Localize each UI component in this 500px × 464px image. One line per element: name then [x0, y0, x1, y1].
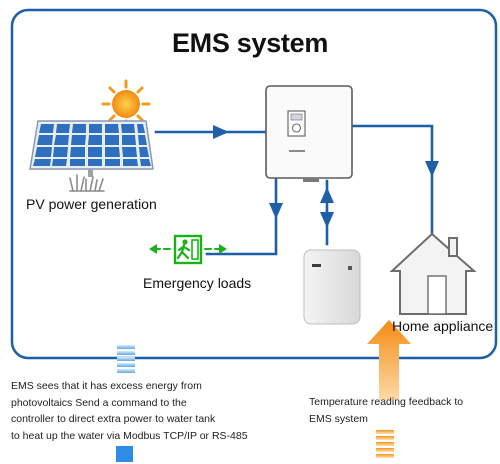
emergency-exit-icon [149, 234, 227, 265]
stack-orange-icon [376, 430, 394, 458]
note-line: photovoltaics Send a command to the [11, 396, 187, 409]
temperature-feedback-note: Temperature reading feedback to EMS syst… [309, 394, 463, 427]
grass-icon [69, 174, 105, 192]
battery-icon [303, 249, 361, 325]
blue-square-icon [116, 446, 133, 462]
pv-label: PV power generation [26, 196, 157, 212]
sun-icon [101, 79, 151, 129]
home-appliance-label: Home appliance [392, 318, 494, 334]
stack-blue-top-icon [117, 345, 135, 373]
flow-arrowheads [213, 125, 439, 228]
note-line: EMS sees that it has excess energy from [11, 380, 202, 392]
note-line: controller to direct extra power to wate… [11, 413, 216, 425]
note-line: EMS system [309, 412, 368, 425]
note-line: Temperature reading feedback to [309, 396, 464, 408]
system-frame [10, 8, 498, 360]
feedback-arrow [367, 320, 411, 400]
excess-energy-note: EMS sees that it has excess energy from … [11, 378, 248, 444]
emergency-loads-label: Emergency loads [143, 275, 252, 291]
inverter-icon [265, 85, 353, 182]
house-icon [389, 232, 477, 315]
page-title: EMS system [171, 28, 329, 58]
solar-panel-icon [29, 120, 154, 177]
note-line: to heat up the water via Modbus TCP/IP o… [11, 429, 248, 442]
